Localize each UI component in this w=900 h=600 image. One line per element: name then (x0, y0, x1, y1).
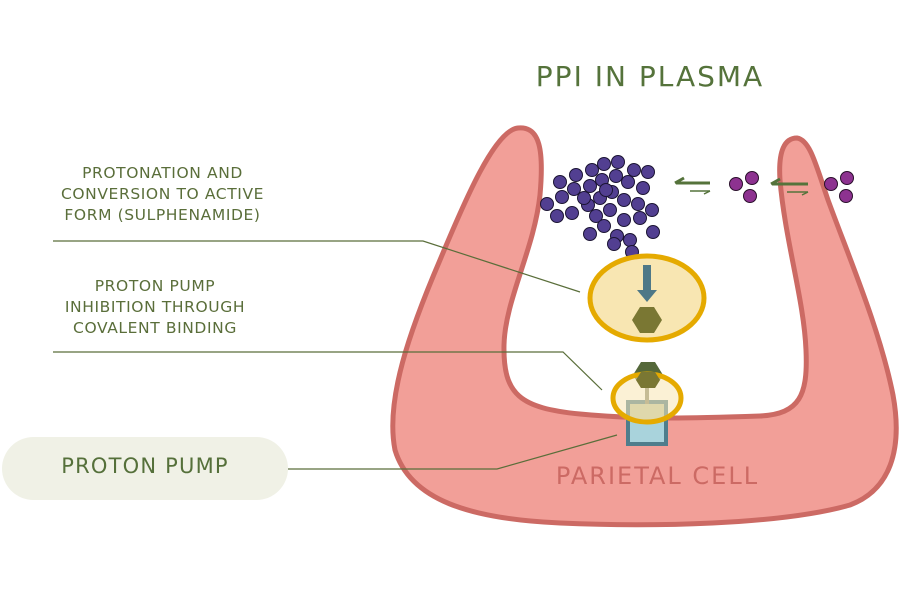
ppi-molecule (631, 197, 645, 211)
ppi-molecule (611, 155, 625, 169)
ppi-small-molecules-left (729, 171, 759, 203)
parietal-cell-label: PARIETAL CELL (555, 462, 760, 490)
label-line: FORM (SULPHENAMIDE) (64, 206, 261, 224)
equilibrium-arrow-icon (770, 177, 809, 196)
ppi-molecule (555, 190, 569, 204)
ppi-molecule (633, 211, 647, 225)
ppi-molecule (621, 175, 635, 189)
ppi-molecule (597, 157, 611, 171)
leader-line-proton-pump (288, 434, 618, 470)
page-title: PPI IN PLASMA (535, 60, 765, 93)
label-protonation: PROTONATION AND CONVERSION TO ACTIVE FOR… (40, 163, 285, 226)
leader-line-protonation (53, 240, 581, 293)
ppi-molecule-cluster (540, 155, 660, 259)
hexagon-icon (632, 307, 662, 333)
ppi-molecule (597, 219, 611, 233)
leader-line-inhibition (53, 351, 603, 391)
label-line: PROTON PUMP (94, 277, 216, 295)
ppi-molecule (583, 179, 597, 193)
ppi-molecule (585, 163, 599, 177)
label-line: COVALENT BINDING (73, 319, 237, 337)
ppi-molecule (645, 203, 659, 217)
down-arrow-icon (637, 265, 657, 302)
ppi-molecule (553, 175, 567, 189)
ppi-molecule (617, 193, 631, 207)
ppi-molecule (577, 191, 591, 205)
ppi-molecule (599, 183, 613, 197)
ppi-small-molecules-right (824, 171, 854, 203)
ppi-molecule (617, 213, 631, 227)
hexagon-icon (636, 372, 660, 388)
ppi-molecule (603, 203, 617, 217)
label-line: PROTONATION AND (82, 164, 243, 182)
ppi-molecule (607, 237, 621, 251)
ppi-molecule (540, 197, 554, 211)
label-line: INHIBITION THROUGH (64, 298, 246, 316)
ppi-molecule (609, 169, 623, 183)
ppi-molecule (627, 163, 641, 177)
ppi-molecule (636, 181, 650, 195)
ppi-molecule (565, 206, 579, 220)
ppi-molecule (641, 165, 655, 179)
ppi-molecule (646, 225, 660, 239)
parietal-cell-shape (390, 125, 899, 528)
proton-pump-label-pill: PROTON PUMP (2, 437, 288, 500)
ppi-molecule (623, 233, 637, 247)
equilibrium-arrow-icon (674, 176, 711, 195)
ppi-molecule (550, 209, 564, 223)
ppi-molecule (567, 182, 581, 196)
label-inhibition: PROTON PUMP INHIBITION THROUGH COVALENT … (40, 276, 270, 339)
ppi-molecule (569, 168, 583, 182)
ppi-molecule (583, 227, 597, 241)
label-line: CONVERSION TO ACTIVE (60, 185, 265, 203)
proton-pump-label: PROTON PUMP (61, 454, 229, 478)
ppi-molecule (589, 209, 603, 223)
